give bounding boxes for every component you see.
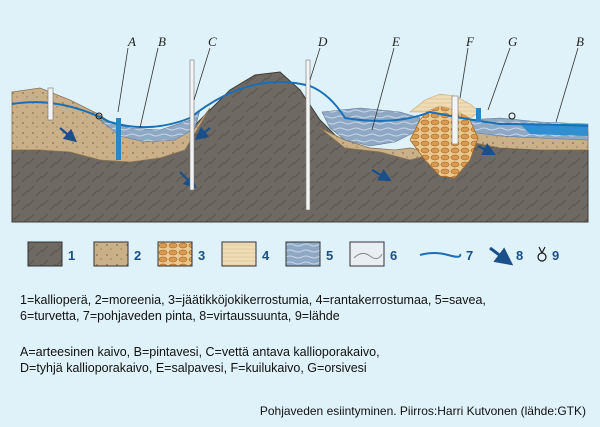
caption-line-2: 6=turvetta, 7=pohjaveden pinta, 8=virtau… [20,309,340,323]
legend-caption: 1=kallioperä, 2=moreenia, 3=jäätikköjoki… [20,292,486,324]
spring-icon [537,252,547,262]
well-label-f: F [465,34,475,49]
caption-line-1: 1=kallioperä, 2=moreenia, 3=jäätikköjoki… [20,293,486,307]
legend-num-6: 6 [390,248,397,263]
well-caption: A=arteesinen kaivo, B=pintavesi, C=vettä… [20,344,380,376]
clay-left [99,108,201,143]
well-label-d: D [317,34,328,49]
well-label-b: B [158,34,166,49]
well-label-b2: B [576,34,584,49]
legend-item-clay: 5 [285,241,333,267]
caption-line-3: A=arteesinen kaivo, B=pintavesi, C=vettä… [20,345,380,359]
legend: 1 2 3 4 5 6 7 8 [27,241,559,267]
label-leaders [117,47,579,131]
legend-item-glaciofluvial: 3 [157,241,205,267]
well-label-g: G [508,34,518,49]
flow-arrow-icon [489,246,514,266]
caption-line-4: D=tyhjä kallioporakaivo, E=salpavesi, F=… [20,361,367,375]
legend-num-4: 4 [262,248,270,263]
legend-item-flow: 8 [489,246,523,266]
well-label-e: E [391,34,400,49]
legend-num-1: 1 [68,248,75,263]
legend-num-8: 8 [516,248,523,263]
legend-item-spring: 9 [537,246,559,263]
cross-section: A B C D E F G B [11,34,589,223]
legend-num-7: 7 [466,248,473,263]
legend-num-3: 3 [198,248,205,263]
well-label-c: C [208,34,217,49]
legend-num-2: 2 [134,248,141,263]
legend-item-moraine: 2 [93,241,141,267]
surface-water-right [520,124,588,136]
well-label-a: A [127,34,136,49]
spring-icons [95,112,516,120]
legend-num-5: 5 [326,248,333,263]
legend-item-peat: 6 [349,241,397,267]
water-table-line [11,81,589,129]
water-table-icon [419,252,462,258]
legend-item-water-table: 7 [419,248,473,263]
legend-item-shore: 4 [221,241,270,267]
credit-text: Pohjaveden esiintyminen. Piirros:Harri K… [259,404,586,418]
wells [47,59,481,211]
legend-item-bedrock: 1 [27,241,75,267]
legend-num-9: 9 [552,248,559,263]
well-labels: A B C D E F G B [127,34,584,49]
